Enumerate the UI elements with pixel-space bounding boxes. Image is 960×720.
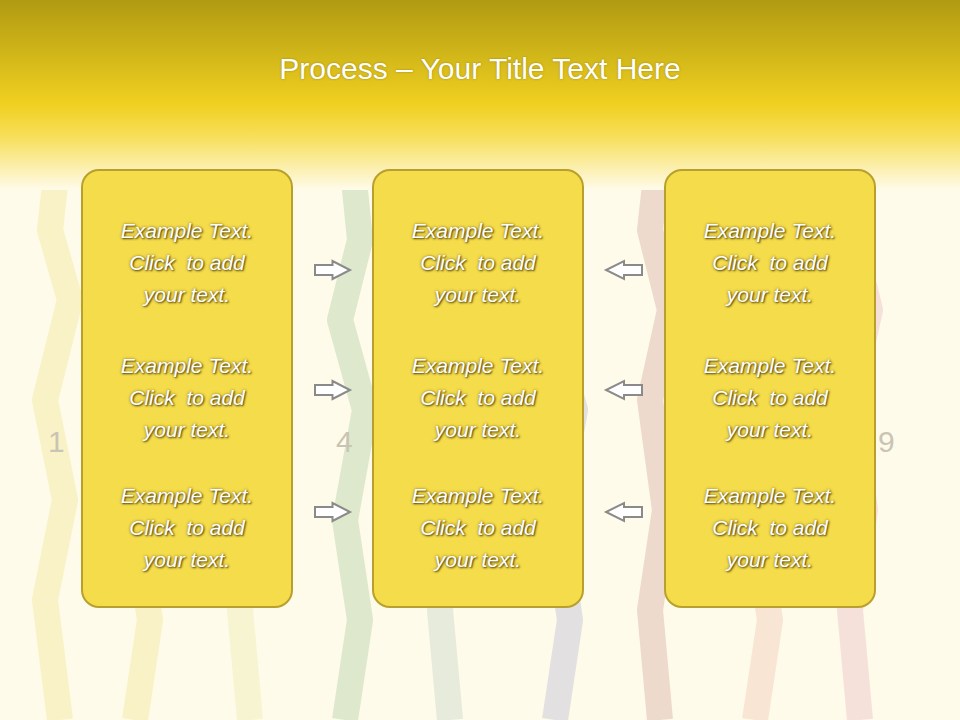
step-number: 9 bbox=[878, 425, 895, 459]
block-arrow bbox=[315, 261, 350, 279]
block-arrow bbox=[315, 381, 350, 399]
block-arrow bbox=[315, 503, 350, 521]
block-arrow bbox=[606, 381, 642, 399]
block-arrow bbox=[606, 261, 642, 279]
process-box: Example Text. Click to add your text. Exa… bbox=[372, 169, 584, 608]
box-text: Example Text. Click to add your text. bbox=[374, 215, 582, 311]
process-box: Example Text. Click to add your text. Exa… bbox=[81, 169, 293, 608]
box-text: Example Text. Click to add your text. bbox=[374, 480, 582, 576]
step-number: 4 bbox=[336, 425, 353, 459]
box-text: Example Text. Click to add your text. bbox=[666, 215, 874, 311]
box-text: Example Text. Click to add your text. bbox=[83, 350, 291, 446]
block-arrow bbox=[606, 503, 642, 521]
box-text: Example Text. Click to add your text. bbox=[83, 215, 291, 311]
process-box: Example Text. Click to add your text. Exa… bbox=[664, 169, 876, 608]
box-text: Example Text. Click to add your text. bbox=[374, 350, 582, 446]
step-number: 1 bbox=[48, 425, 65, 459]
box-text: Example Text. Click to add your text. bbox=[666, 480, 874, 576]
box-text: Example Text. Click to add your text. bbox=[83, 480, 291, 576]
box-text: Example Text. Click to add your text. bbox=[666, 350, 874, 446]
slide-title: Process – Your Title Text Here bbox=[0, 52, 960, 86]
